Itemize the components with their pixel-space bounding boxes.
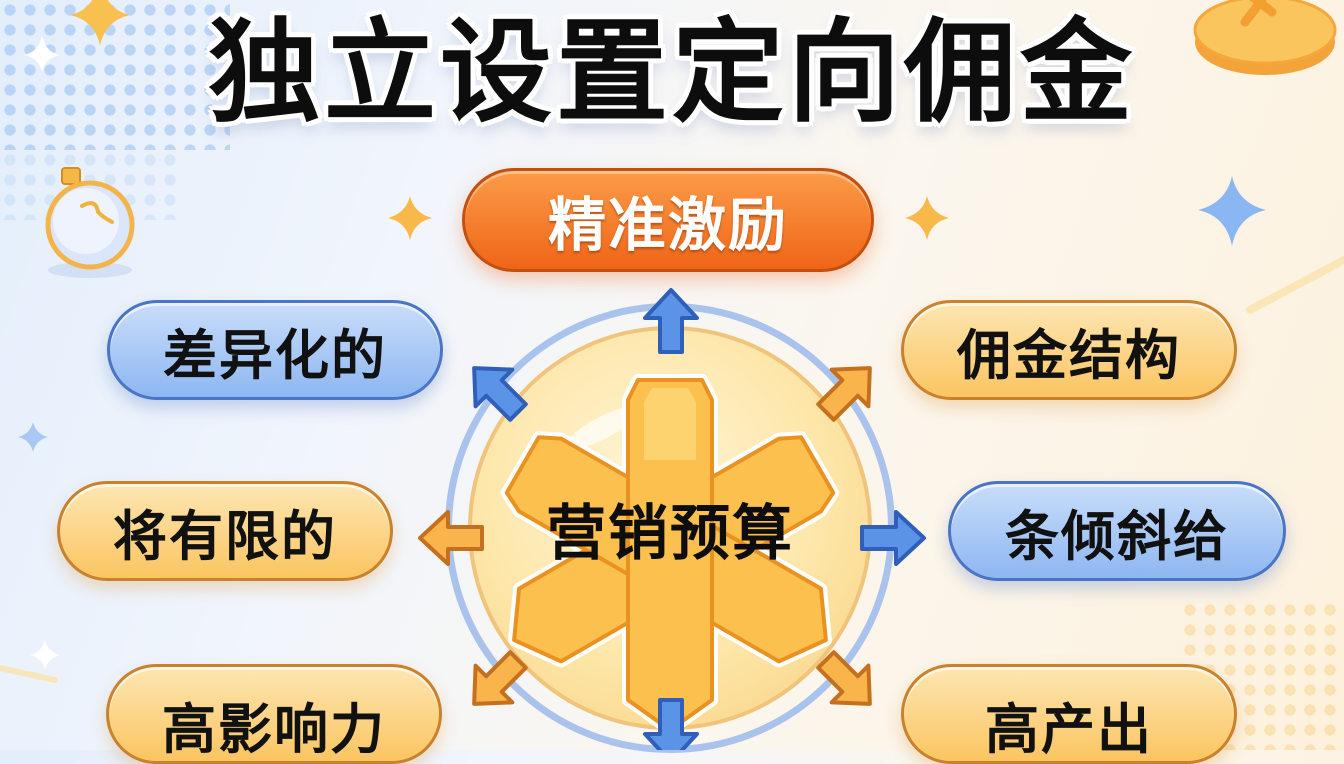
center-label: 营销预算 bbox=[546, 498, 794, 569]
page-title: 独立设置定向佣金 bbox=[208, 8, 1136, 138]
sparkle-icon bbox=[1198, 176, 1266, 246]
node-lower-right: 高产出 bbox=[901, 664, 1237, 764]
central-hub: 营销预算 bbox=[445, 303, 895, 753]
sparkle-icon bbox=[30, 640, 60, 670]
node-upper-left: 差异化的 bbox=[107, 300, 443, 400]
node-label: 精准激励 bbox=[547, 191, 788, 259]
node-label: 高影响力 bbox=[162, 698, 386, 761]
node-right: 条倾斜给 bbox=[948, 481, 1286, 581]
node-label: 条倾斜给 bbox=[1005, 504, 1229, 568]
node-label: 差异化的 bbox=[163, 323, 387, 387]
node-left: 将有限的 bbox=[57, 481, 393, 581]
dot-pattern-left bbox=[0, 150, 180, 220]
sparkle-icon bbox=[388, 196, 432, 240]
node-label: 高产出 bbox=[985, 698, 1153, 761]
node-label: 佣金结构 bbox=[957, 323, 1181, 387]
node-lower-left: 高影响力 bbox=[106, 664, 442, 764]
sparkle-icon bbox=[905, 196, 949, 240]
sparkle-icon bbox=[18, 422, 48, 452]
node-top: 精准激励 bbox=[462, 168, 874, 272]
node-upper-right: 佣金结构 bbox=[901, 300, 1237, 400]
node-label: 将有限的 bbox=[113, 504, 337, 568]
